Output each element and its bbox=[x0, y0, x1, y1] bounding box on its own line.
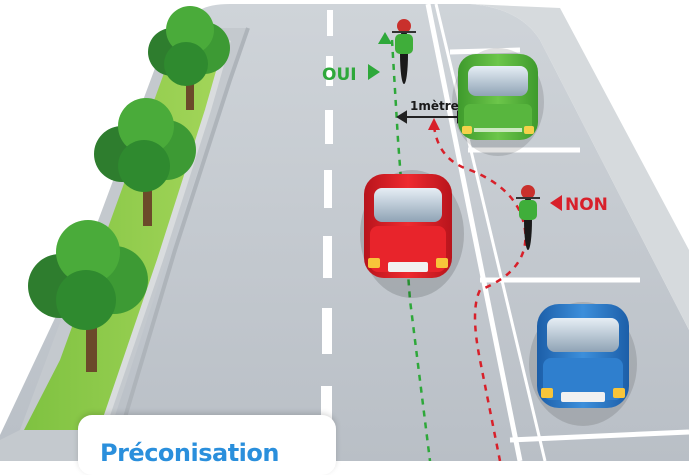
cyclist-non bbox=[516, 185, 540, 250]
card-title: Préconisation bbox=[100, 439, 279, 467]
tree bbox=[148, 6, 230, 110]
road-illustration: OUI NON 1mètre bbox=[0, 3, 689, 461]
center-dashes bbox=[321, 10, 333, 436]
non-label: NON bbox=[565, 195, 608, 215]
right-sidewalk bbox=[470, 4, 689, 330]
oui-pointer-icon bbox=[368, 64, 380, 80]
recommendation-card: Préconisation bbox=[78, 415, 336, 475]
tree bbox=[94, 98, 196, 226]
non-arrow-head bbox=[428, 118, 440, 130]
red-car bbox=[360, 170, 464, 298]
green-car bbox=[452, 48, 544, 156]
curb-edge bbox=[110, 27, 250, 461]
bike-lane-lines bbox=[425, 3, 547, 461]
non-pointer-icon bbox=[550, 195, 562, 211]
tree bbox=[28, 220, 148, 372]
blue-car bbox=[529, 302, 637, 426]
parking-bay-lines bbox=[449, 47, 689, 443]
oui-arrow-head bbox=[378, 32, 392, 44]
distance-label: 1mètre bbox=[410, 99, 459, 113]
oui-label: OUI bbox=[322, 65, 357, 85]
cyclist-oui bbox=[392, 19, 416, 84]
grass-border bbox=[99, 39, 231, 431]
